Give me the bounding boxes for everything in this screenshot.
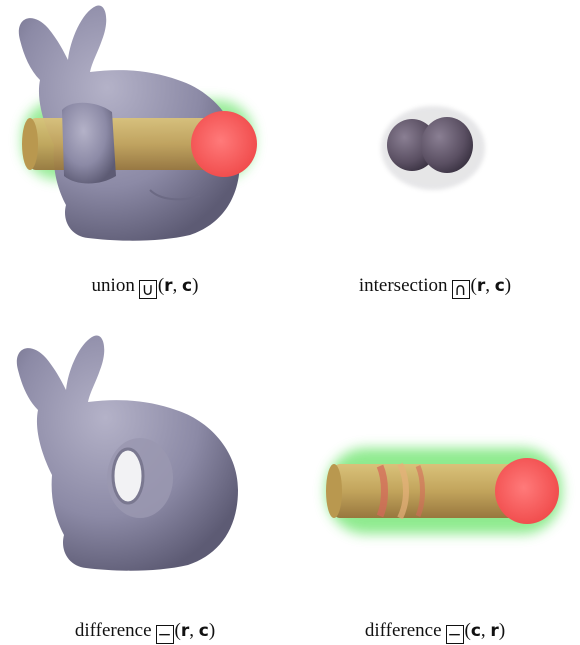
difference-operator-icon: − (446, 625, 464, 644)
intersection-figure (290, 0, 580, 260)
union-figure (0, 0, 290, 260)
bunny-front-part (62, 103, 116, 184)
difference-cr-figure (290, 330, 580, 590)
union-caption: union∪(r, c) (0, 275, 290, 299)
difference-rc-caption: difference−(r, c) (0, 620, 290, 644)
cylinder-cap (495, 458, 559, 524)
difference-rc-figure (0, 330, 290, 590)
intersection-operator-icon: ∩ (452, 280, 470, 299)
cylinder-left-end (326, 464, 342, 518)
right-sphere (421, 117, 473, 173)
intersection-caption: intersection∩(r, c) (290, 275, 580, 299)
union-operator-icon: ∪ (139, 280, 157, 299)
difference-operator-icon: − (156, 625, 174, 644)
difference-cr-caption: difference−(c, r) (290, 620, 580, 644)
cylinder-cap (191, 111, 257, 177)
cylinder-left-end (22, 118, 38, 170)
